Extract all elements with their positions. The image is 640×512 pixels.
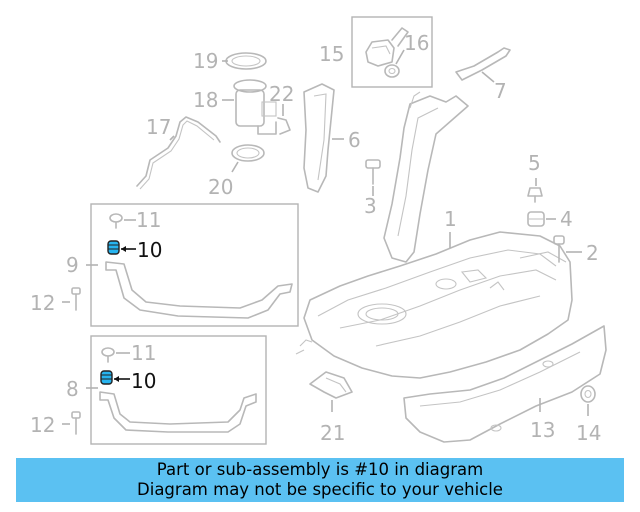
fuel-line-part-17 xyxy=(136,116,221,187)
callout-10-lower: 10 xyxy=(131,369,156,393)
callout-1: 1 xyxy=(444,207,457,231)
cushion-part-10-lower xyxy=(100,370,113,385)
callout-7: 7 xyxy=(494,79,507,103)
callout-22: 22 xyxy=(269,82,294,106)
callout-15: 15 xyxy=(319,42,344,66)
strap-part-7 xyxy=(455,47,511,81)
shield-part-6 xyxy=(303,83,335,193)
callout-21: 21 xyxy=(320,421,345,445)
strap-box-8 xyxy=(90,335,267,445)
gasket-part-16 xyxy=(384,64,400,78)
callout-5: 5 xyxy=(528,151,541,175)
parts-diagram: 19 18 22 17 20 6 15 16 7 xyxy=(30,16,607,445)
callout-6: 6 xyxy=(348,128,361,152)
callout-11-lower: 11 xyxy=(131,341,156,365)
callout-3: 3 xyxy=(364,194,377,218)
bolt-part-12-upper xyxy=(71,287,81,311)
callout-2: 2 xyxy=(586,241,599,265)
callout-11-upper: 11 xyxy=(136,208,161,232)
fuel-tank-part-1 xyxy=(295,231,573,379)
bracket-part-21 xyxy=(309,371,353,399)
callout-8: 8 xyxy=(66,377,79,401)
callout-9: 9 xyxy=(66,253,79,277)
callout-4: 4 xyxy=(560,207,573,231)
callout-12-upper: 12 xyxy=(30,291,55,315)
fuel-tank-strap-part-8 xyxy=(99,391,257,433)
callout-19: 19 xyxy=(193,49,218,73)
fuel-pump-part-18 xyxy=(233,79,277,135)
bolt-part-3 xyxy=(365,159,381,185)
nut-part-4 xyxy=(527,211,545,227)
banner-line-1: Part or sub-assembly is #10 in diagram xyxy=(156,460,484,479)
grommet-part-5 xyxy=(527,187,543,203)
fuel-cap-part-15 xyxy=(365,27,409,67)
banner-line-2: Diagram may not be specific to your vehi… xyxy=(137,480,503,499)
bracket-part-22 xyxy=(277,117,291,135)
bolt-part-12-lower xyxy=(71,411,81,435)
strap-box-9 xyxy=(90,203,299,327)
callout-18: 18 xyxy=(193,88,218,112)
filler-pipe xyxy=(383,95,469,263)
lock-ring-part-19 xyxy=(225,52,267,70)
fuel-tank-strap-part-9 xyxy=(105,261,293,319)
callout-16: 16 xyxy=(404,31,429,55)
callout-10-upper: 10 xyxy=(137,238,162,262)
heat-shield-part-13 xyxy=(403,325,607,443)
clip-part-11-lower xyxy=(101,347,115,363)
callout-12-lower: 12 xyxy=(30,413,55,437)
callout-17: 17 xyxy=(146,115,171,139)
callout-13: 13 xyxy=(530,418,555,442)
callout-20: 20 xyxy=(208,175,233,199)
cushion-part-10-upper xyxy=(107,240,120,255)
clip-part-11-upper xyxy=(109,213,123,229)
info-banner: Part or sub-assembly is #10 in diagram D… xyxy=(16,458,624,502)
gasket-part-20 xyxy=(231,144,265,162)
callout-14: 14 xyxy=(576,421,601,445)
nut-part-14 xyxy=(580,385,596,403)
fuel-cap-box xyxy=(351,16,433,88)
bolt-part-2 xyxy=(553,235,565,263)
